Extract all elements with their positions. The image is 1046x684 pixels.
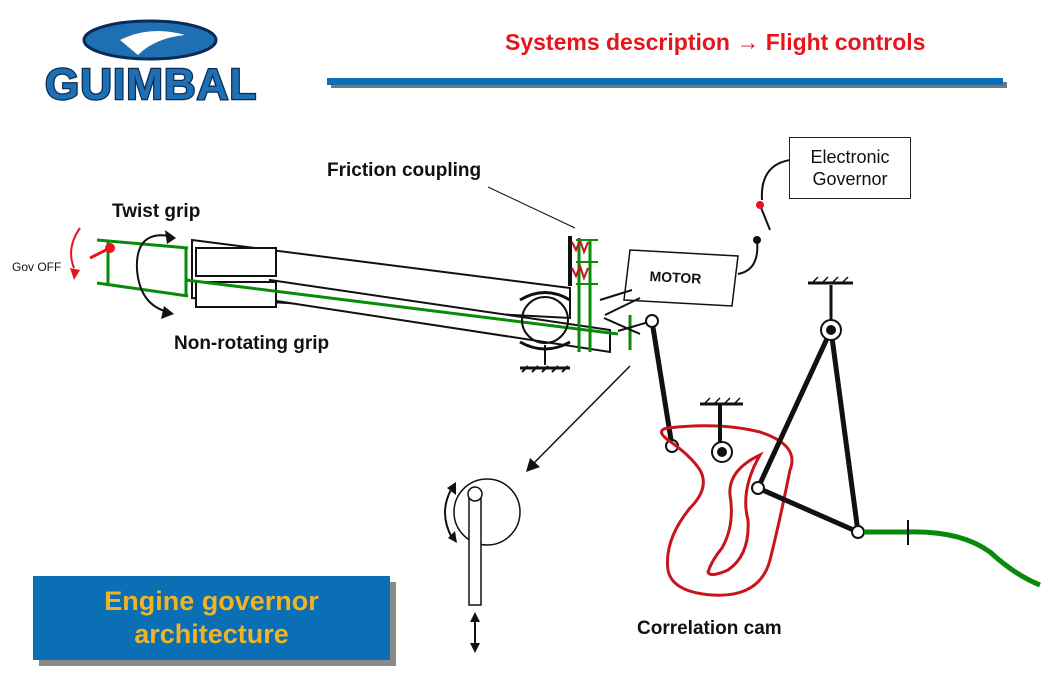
label-non-rotating-grip: Non-rotating grip (174, 333, 330, 354)
label-correlation-cam: Correlation cam (637, 618, 782, 639)
header-title-left: Systems description (505, 29, 730, 55)
cam-pivot-ground (700, 397, 743, 463)
label-friction-coupling: Friction coupling (327, 160, 482, 181)
detail-view-arrow (526, 365, 631, 472)
triangle-linkage (755, 328, 861, 535)
title-box-text: Engine governor architecture (104, 586, 319, 649)
collective-lever (191, 238, 611, 354)
logo-wordmark: GUIMBAL (44, 59, 258, 111)
label-gov-off: Gov OFF (12, 260, 62, 274)
label-electronic-governor: Electronic Governor (810, 147, 890, 189)
lever-pivot-bearing (519, 291, 571, 373)
twist-grip-detail (444, 478, 521, 653)
gov-off-red-arm (70, 227, 115, 280)
throttle-output-cable (864, 520, 1041, 588)
page-header-title: Systems description → Flight controls (505, 29, 925, 56)
label-twist-grip: Twist grip (112, 201, 201, 222)
friction-leader-line (487, 186, 576, 229)
guimbal-logo-ellipse-icon (82, 19, 218, 61)
header-bar (327, 78, 1007, 88)
label-motor: MOTOR (649, 268, 702, 287)
electronic-governor-box: Electronic Governor (789, 137, 911, 199)
triangle-top-pivot (751, 276, 865, 539)
header-title-right: Flight controls (765, 29, 926, 55)
cam-link-rod (617, 314, 679, 453)
friction-coupling-springs-icon (568, 236, 598, 286)
title-box: Engine governor architecture (33, 576, 390, 660)
header-arrow-icon: → (736, 29, 760, 55)
motor-wire (737, 159, 791, 275)
motor-box (599, 249, 739, 335)
correlation-cam (660, 424, 794, 597)
twist-grip-rotation-arrows-icon (135, 230, 176, 319)
